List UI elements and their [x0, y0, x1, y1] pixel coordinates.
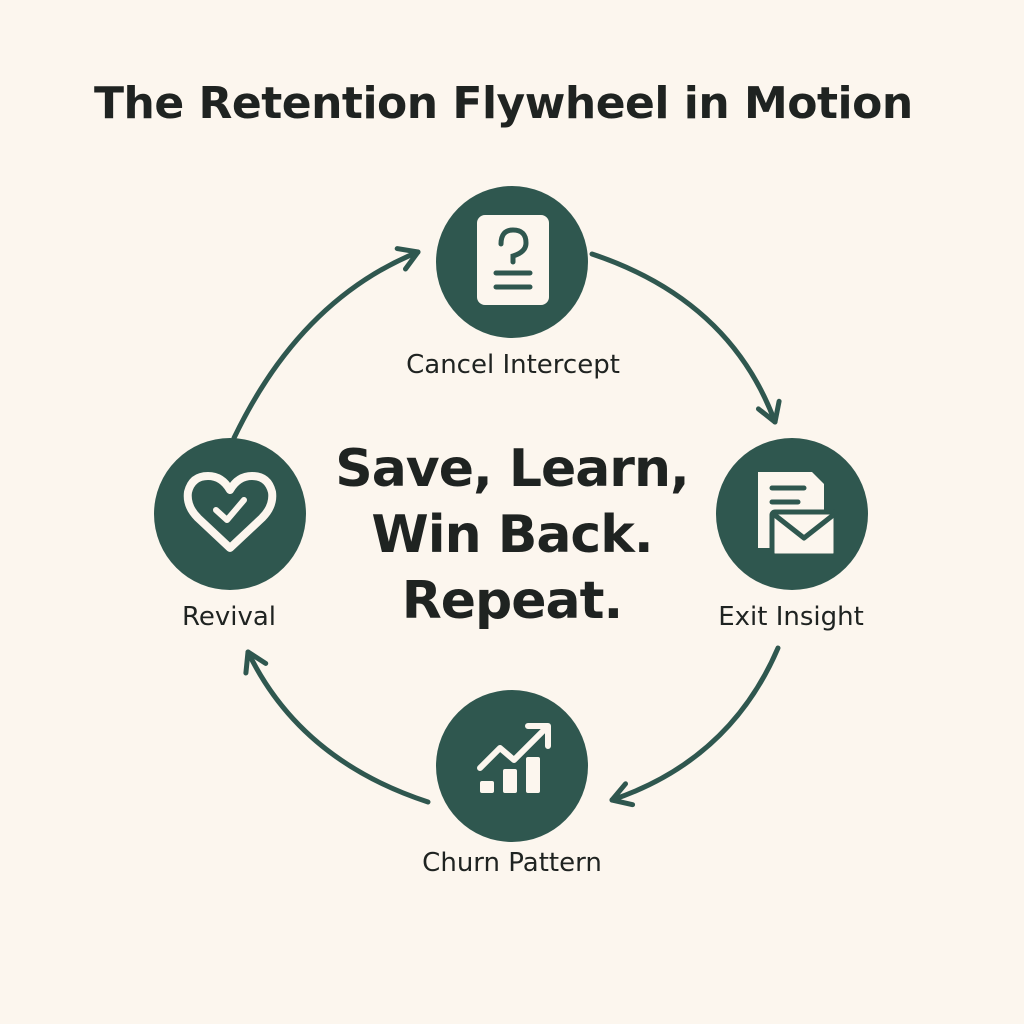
heart-check-icon: [183, 472, 277, 552]
arrow-revival-to-cancel-intercept: [231, 246, 421, 441]
slogan-line-2: Win Back.: [371, 505, 653, 565]
document-envelope-icon: [758, 472, 839, 559]
center-slogan: Save, Learn, Win Back. Repeat.: [312, 436, 712, 634]
node-cancel-intercept: [436, 186, 588, 338]
node-label-exit-insight: Exit Insight: [718, 602, 864, 632]
arrow-churn-pattern-to-revival: [243, 649, 431, 805]
rising-bar-chart-icon: [477, 723, 551, 793]
question-document-icon: [477, 215, 549, 305]
node-label-cancel-intercept: Cancel Intercept: [406, 350, 620, 380]
arrow-cancel-intercept-to-exit-insight: [589, 251, 782, 425]
arrow-exit-insight-to-churn-pattern: [609, 645, 781, 808]
node-revival: [154, 438, 306, 590]
slogan-line-3: Repeat.: [401, 571, 624, 631]
page-title: The Retention Flywheel in Motion: [94, 78, 913, 129]
node-churn-pattern: [436, 690, 588, 842]
node-exit-insight: [716, 438, 868, 590]
node-label-revival: Revival: [181, 602, 277, 632]
slogan-line-1: Save, Learn,: [335, 439, 689, 499]
node-label-churn-pattern: Churn Pattern: [422, 848, 602, 878]
